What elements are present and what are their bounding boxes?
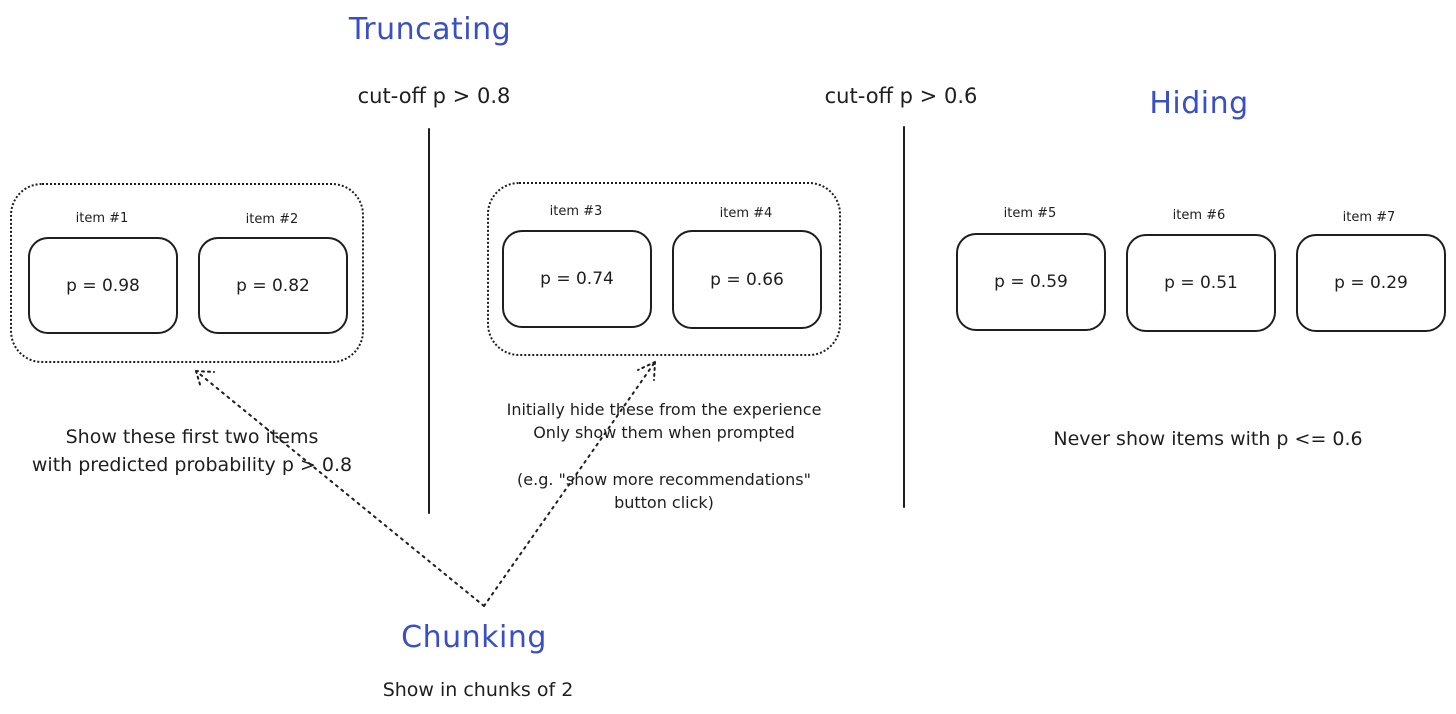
cutoff-divider-left — [428, 128, 430, 514]
arrow-to-first-group — [195, 370, 485, 607]
note-line: with predicted probability p > 0.8 — [31, 454, 353, 476]
arrow-to-first-group-head — [195, 370, 215, 389]
item-card: p = 0.82 — [198, 237, 348, 334]
item-card: p = 0.74 — [502, 230, 652, 328]
item-label: item #4 — [719, 206, 773, 221]
note-line: Only show them when prompted — [533, 423, 795, 442]
note-line: button click) — [614, 493, 714, 512]
item-label: item #7 — [1342, 210, 1396, 225]
hiding-heading: Hiding — [1149, 86, 1249, 121]
group-second-chunk — [487, 182, 841, 356]
item-card: p = 0.98 — [28, 237, 178, 334]
item-label: item #1 — [75, 211, 129, 226]
group-first-chunk — [10, 183, 364, 363]
cutoff-divider-right — [903, 126, 905, 508]
item-card: p = 0.66 — [672, 230, 822, 329]
item-card: p = 0.29 — [1296, 234, 1446, 332]
cutoff-label-right: cut-off p > 0.6 — [824, 84, 978, 108]
item-card: p = 0.59 — [956, 233, 1106, 331]
note-line: Initially hide these from the experience — [506, 400, 822, 419]
hiding-note: Never show items with p <= 0.6 — [1053, 428, 1363, 450]
second-group-note: Initially hide these from the experience… — [507, 398, 822, 444]
item-label: item #2 — [245, 212, 299, 227]
arrow-to-second-group-head — [637, 361, 656, 381]
item-card: p = 0.51 — [1126, 234, 1276, 332]
chunking-note: Show in chunks of 2 — [382, 679, 574, 701]
cutoff-label-left: cut-off p > 0.8 — [357, 84, 511, 108]
item-label: item #3 — [549, 204, 603, 219]
note-line: (e.g. "show more recommendations" — [517, 470, 811, 489]
note-line: Show these first two items — [65, 426, 319, 448]
item-label: item #6 — [1172, 208, 1226, 223]
second-group-example-note: (e.g. "show more recommendations" button… — [517, 468, 811, 514]
truncating-heading: Truncating — [348, 12, 512, 47]
chunking-heading: Chunking — [401, 620, 547, 655]
item-label: item #5 — [1003, 206, 1057, 221]
first-group-note: Show these first two items with predicte… — [32, 423, 352, 479]
